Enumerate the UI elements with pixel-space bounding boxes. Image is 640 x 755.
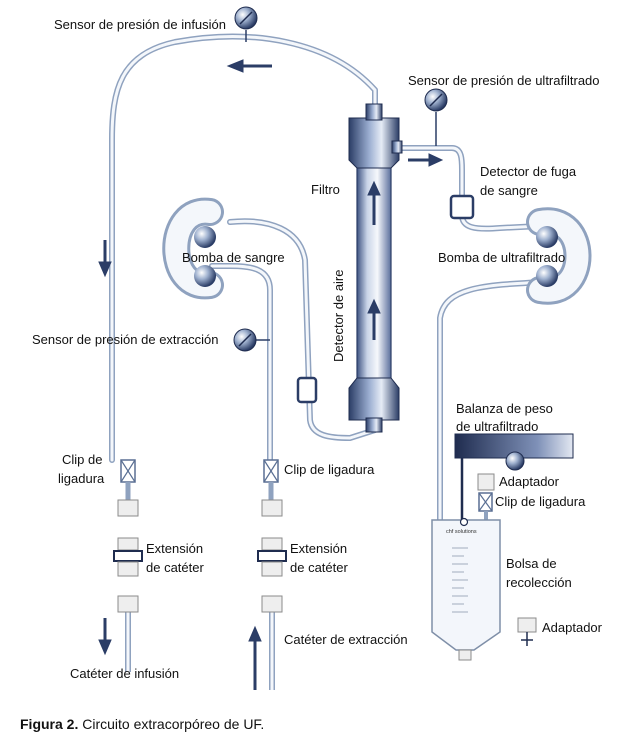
- connector-left-2: [117, 537, 139, 551]
- label-scale-2: de ultrafiltrado: [456, 419, 538, 434]
- label-filter: Filtro: [311, 182, 340, 197]
- flow-arrow-top: [226, 59, 272, 73]
- filter-flow-arrow-upper: [367, 180, 381, 225]
- label-extraction-catheter: Catéter de extracción: [284, 632, 408, 647]
- label-extension-left-2: de catéter: [146, 560, 204, 575]
- adapter-top-icon: [477, 473, 495, 491]
- bag-brand: chf solutions: [446, 529, 477, 535]
- filter-bottom-cap: [348, 377, 400, 421]
- clip-left-icon: [120, 459, 136, 483]
- uf-pump: [526, 207, 592, 305]
- clip-middle-icon: [263, 459, 279, 483]
- flow-arrow-infusion-down: [98, 618, 112, 656]
- extraction-pressure-sensor-icon: [233, 328, 257, 352]
- blood-pump-roller-bottom: [194, 265, 216, 287]
- label-extension-middle-1: Extensión: [290, 541, 347, 556]
- label-blood-leak-detector-1: Detector de fuga: [480, 164, 577, 179]
- connector-middle-4: [261, 595, 283, 613]
- clip-right-icon: [478, 492, 493, 512]
- label-extraction-pressure-sensor: Sensor de presión de extracción: [32, 332, 218, 347]
- infusion-pressure-sensor-icon: [234, 6, 258, 30]
- label-clip-middle: Clip de ligadura: [284, 462, 375, 477]
- uf-pressure-sensor-icon: [424, 88, 448, 112]
- figure-caption-label: Figura 2.: [20, 716, 79, 732]
- label-clip-left-1: Clip de: [62, 452, 102, 467]
- uf-pump-roller-top: [536, 226, 558, 248]
- connector-middle-3: [261, 561, 283, 577]
- bag-scale-marks: [452, 547, 468, 613]
- label-scale-1: Balanza de peso: [456, 401, 553, 416]
- flow-arrow-uf-right: [408, 153, 444, 167]
- label-extension-middle-2: de catéter: [290, 560, 348, 575]
- label-infusion-pressure-sensor: Sensor de presión de infusión: [54, 17, 226, 32]
- label-blood-pump: Bomba de sangre: [182, 250, 285, 265]
- label-bag-2: recolección: [506, 575, 572, 590]
- filter: [348, 103, 403, 433]
- label-uf-pressure-sensor: Sensor de presión de ultrafiltrado: [408, 73, 600, 88]
- connector-left-4: [117, 595, 139, 613]
- label-clip-left-2: ligadura: [58, 471, 105, 486]
- flow-arrow-extraction-up: [248, 625, 262, 690]
- label-adapter-top: Adaptador: [499, 474, 560, 489]
- extension-left-icon: [113, 550, 143, 562]
- filter-flow-arrow-lower: [367, 298, 381, 340]
- weight-scale: [454, 433, 574, 520]
- label-adapter-bottom: Adaptador: [542, 620, 603, 635]
- blood-pump-roller-top: [194, 226, 216, 248]
- label-extension-left-1: Extensión: [146, 541, 203, 556]
- label-clip-right: Clip de ligadura: [495, 494, 586, 509]
- blood-leak-detector-icon: [449, 194, 475, 220]
- flow-arrow-left-down: [98, 240, 112, 278]
- label-uf-pump: Bomba de ultrafiltrado: [438, 250, 565, 265]
- tubing: [109, 30, 548, 690]
- connector-left-3: [117, 561, 139, 577]
- scale-knob-icon: [505, 451, 525, 471]
- connector-middle-1: [261, 499, 283, 517]
- air-detector-icon: [296, 376, 318, 404]
- filter-top-cap: [348, 117, 400, 169]
- label-bag-1: Bolsa de: [506, 556, 557, 571]
- adapter-bottom-icon: [517, 617, 537, 646]
- figure-caption-text: Circuito extracorpóreo de UF.: [78, 716, 265, 732]
- labels: Sensor de presión de infusión Sensor de …: [32, 17, 603, 681]
- extension-middle-icon: [257, 550, 287, 562]
- connector-left-1: [117, 499, 139, 517]
- label-air-detector: Detector de aire: [331, 270, 346, 363]
- blood-pump: [162, 197, 224, 300]
- figure-caption: Figura 2. Circuito extracorpóreo de UF.: [20, 716, 264, 732]
- collection-bag: chf solutions: [431, 517, 501, 661]
- label-infusion-catheter: Catéter de infusión: [70, 666, 179, 681]
- connector-middle-2: [261, 537, 283, 551]
- label-blood-leak-detector-2: de sangre: [480, 183, 538, 198]
- uf-pump-roller-bottom: [536, 265, 558, 287]
